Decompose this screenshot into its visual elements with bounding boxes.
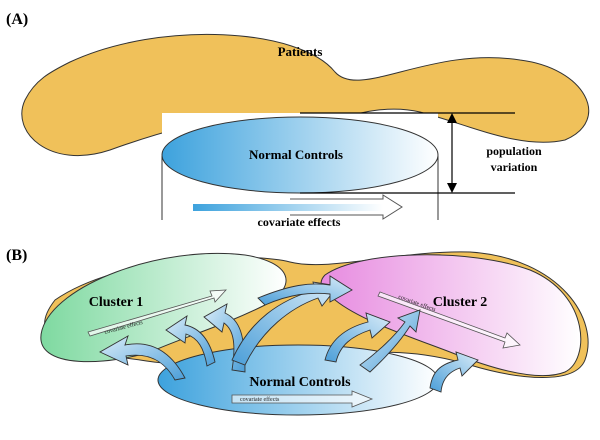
mapping-arrow-5 — [257, 275, 353, 306]
covariate-effects-bar — [193, 204, 383, 211]
cluster-2-covariate-arrow — [377, 291, 521, 349]
cluster-1-covariate-arrow — [87, 289, 227, 337]
mapping-arrow-6 — [324, 312, 391, 363]
controls-covariate-label-b: covariate effects — [240, 396, 280, 403]
controls-covariate-arrow-b — [231, 390, 374, 408]
population-variation-line1: population — [486, 144, 542, 158]
normal-controls-label-b: Normal Controls — [249, 375, 351, 390]
normal-controls-label-a: Normal Controls — [249, 147, 343, 162]
covariate-effects-arrow — [290, 194, 403, 220]
mapping-arrow-7 — [359, 309, 421, 373]
patients-label: Patients — [278, 44, 323, 59]
covariate-effects-label-a: covariate effects — [258, 215, 341, 229]
panel-a-label: (A) — [6, 11, 28, 28]
mapping-arrow-8 — [429, 351, 479, 393]
arrowhead-up — [447, 113, 457, 123]
mapping-arrow-1 — [99, 335, 186, 381]
mapping-arrow-2 — [165, 315, 216, 367]
panel-b-label: (B) — [6, 247, 27, 264]
arrowhead-down — [447, 183, 457, 193]
population-variation-line2: variation — [491, 160, 538, 174]
cluster-2-label: Cluster 2 — [433, 295, 488, 310]
cluster-1-label: Cluster 1 — [89, 295, 144, 310]
